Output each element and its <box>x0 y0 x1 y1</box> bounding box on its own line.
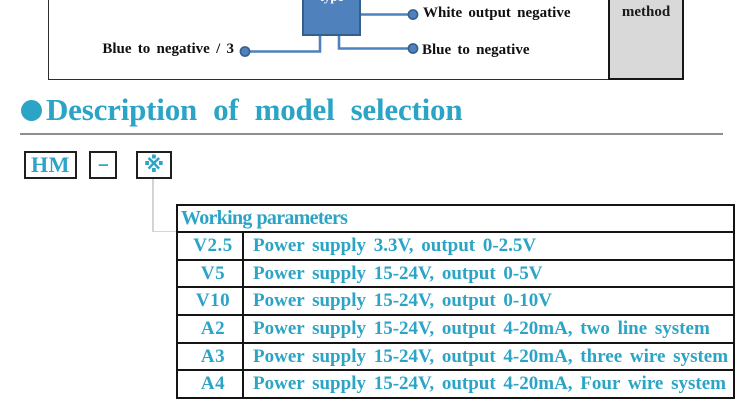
table-row: A3 Power supply 15-24V, output 4-20mA, t… <box>176 341 735 372</box>
connector-line-vertical <box>152 179 154 232</box>
table-row: V10 Power supply 15-24V, output 0-10V <box>176 286 735 317</box>
label-blue-to-negative: Blue to negative <box>422 42 530 58</box>
working-parameters-table: Working parameters V2.5 Power supply 3.3… <box>176 204 735 400</box>
sensor-box: type <box>302 0 361 36</box>
model-code: V5 <box>176 258 244 289</box>
section-title: Description of model selection <box>46 91 463 127</box>
section-bullet-icon <box>21 99 42 121</box>
table-row: A2 Power supply 15-24V, output 4-20mA, t… <box>176 314 735 344</box>
model-description: Power supply 15-24V, output 4-20mA, two … <box>242 314 735 344</box>
model-placeholder-box: ※ <box>136 151 172 179</box>
section-divider <box>20 133 723 135</box>
model-code: V2.5 <box>176 231 244 261</box>
label-white-output-negative: White output negative <box>423 5 571 21</box>
connector-line-horizontal <box>152 230 177 232</box>
model-description: Power supply 15-24V, output 4-20mA, thre… <box>242 341 735 372</box>
table-row: A4 Power supply 15-24V, output 4-20mA, F… <box>176 369 735 400</box>
model-code: A4 <box>176 369 244 400</box>
sensor-box-label: type <box>304 0 359 3</box>
model-description: Power supply 15-24V, output 0-5V <box>242 258 735 289</box>
label-blue-to-negative-3: Blue to negative / 3 <box>102 41 234 57</box>
model-code: A2 <box>176 314 244 344</box>
model-description: Power supply 15-24V, output 0-10V <box>242 286 735 317</box>
terminal-dot <box>407 9 419 20</box>
model-description: Power supply 15-24V, output 4-20mA, Four… <box>242 369 735 400</box>
table-header: Working parameters <box>176 204 735 233</box>
table-header-row: Working parameters <box>176 204 735 233</box>
model-separator-box: - <box>89 151 117 179</box>
separator-dash: - <box>96 153 109 175</box>
wiring-lines <box>239 9 419 57</box>
wiring-method-cell-text: method <box>621 4 671 20</box>
model-prefix-box: HM <box>24 151 77 179</box>
model-code: V10 <box>176 286 244 317</box>
model-code: A3 <box>176 341 244 372</box>
terminal-dot <box>239 46 251 57</box>
wiring-method-cell: method <box>608 0 684 80</box>
table-row: V5 Power supply 15-24V, output 0-5V <box>176 258 735 289</box>
model-description: Power supply 3.3V, output 0-2.5V <box>242 231 735 261</box>
table-row: V2.5 Power supply 3.3V, output 0-2.5V <box>176 231 735 261</box>
terminal-dot <box>407 43 419 54</box>
